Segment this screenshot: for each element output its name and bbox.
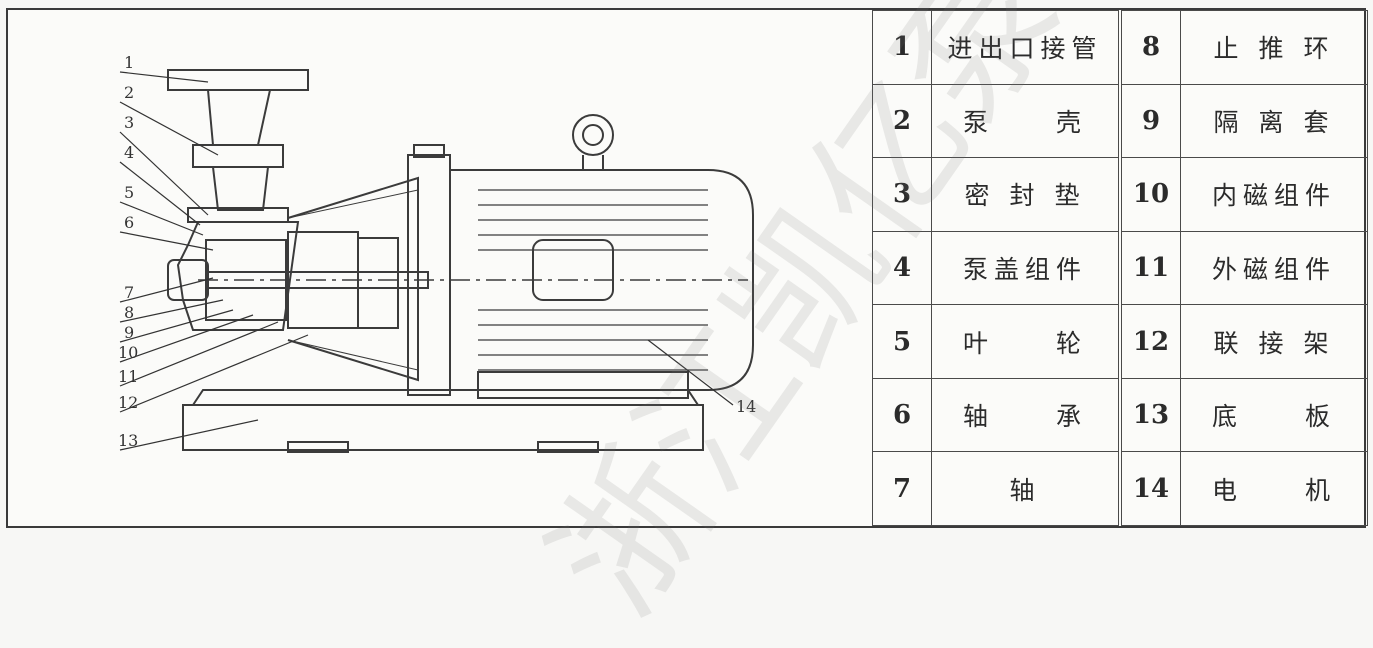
inlet-flange <box>167 69 309 91</box>
callout-4: 4 <box>124 143 134 162</box>
callout-7: 7 <box>124 283 134 302</box>
part-number: 12 <box>1119 304 1181 379</box>
parts-list-table: 1 进出口接管 8 止 推 环 2 泵 壳 9 隔 离 套 3 密 封 垫 10… <box>872 10 1368 526</box>
part-name: 止 推 环 <box>1180 10 1368 85</box>
isolation-sleeve <box>357 237 399 329</box>
coupling-frame <box>287 176 419 382</box>
part-number: 10 <box>1119 157 1181 232</box>
callout-13: 13 <box>118 431 138 450</box>
part-name: 进出口接管 <box>931 10 1122 85</box>
pump-assembly-drawing: 1 2 3 4 5 6 7 8 9 10 11 12 13 14 <box>8 10 868 526</box>
outlet-flange <box>192 144 284 168</box>
part-name: 电 机 <box>1180 451 1368 526</box>
part-name: 外磁组件 <box>1180 230 1368 306</box>
pump-casing <box>176 221 300 331</box>
part-name: 泵 壳 <box>931 83 1122 159</box>
part-number: 9 <box>1119 83 1181 159</box>
table-row: 5 叶 轮 12 联 接 架 <box>872 304 1368 379</box>
part-name: 隔 离 套 <box>1180 83 1368 159</box>
part-number: 8 <box>1119 10 1181 85</box>
table-row: 3 密 封 垫 10 内磁组件 <box>872 157 1368 232</box>
table-row: 1 进出口接管 8 止 推 环 <box>872 10 1368 85</box>
part-name: 密 封 垫 <box>931 157 1122 232</box>
callout-11: 11 <box>118 367 138 386</box>
part-number: 3 <box>872 157 932 232</box>
table-row: 4 泵盖组件 11 外磁组件 <box>872 230 1368 306</box>
part-name: 内磁组件 <box>1180 157 1368 232</box>
callout-5: 5 <box>124 183 134 202</box>
part-name: 轴 <box>931 451 1122 526</box>
callout-3: 3 <box>124 113 134 132</box>
part-number: 5 <box>872 304 932 379</box>
motor-fins <box>478 189 708 371</box>
part-number: 14 <box>1119 451 1181 526</box>
part-number: 2 <box>872 83 932 159</box>
callout-8: 8 <box>124 303 134 322</box>
callout-9: 9 <box>124 323 134 342</box>
part-number: 6 <box>872 377 932 453</box>
part-name: 泵盖组件 <box>931 230 1122 306</box>
part-name: 轴 承 <box>931 377 1122 453</box>
table-row: 6 轴 承 13 底 板 <box>872 377 1368 453</box>
table-row: 7 轴 14 电 机 <box>872 451 1368 526</box>
shaft <box>207 271 429 289</box>
part-number: 11 <box>1119 230 1181 306</box>
callout-2: 2 <box>124 83 134 102</box>
callout-6: 6 <box>124 213 134 232</box>
callout-1: 1 <box>124 53 134 72</box>
part-number: 1 <box>872 10 932 85</box>
part-name: 叶 轮 <box>931 304 1122 379</box>
lifting-eye <box>572 114 614 156</box>
base-plate <box>182 404 704 451</box>
callout-10: 10 <box>118 343 138 362</box>
motor-body <box>449 169 754 391</box>
inlet-pipe <box>207 89 271 146</box>
part-name: 联 接 架 <box>1180 304 1368 379</box>
callout-14: 14 <box>736 397 756 416</box>
pump-cross-section: 1 2 3 4 5 6 7 8 9 10 11 12 13 14 <box>118 53 756 453</box>
part-name: 底 板 <box>1180 377 1368 453</box>
part-number: 4 <box>872 230 932 306</box>
part-number: 13 <box>1119 377 1181 453</box>
callout-12: 12 <box>118 393 138 412</box>
part-number: 7 <box>872 451 932 526</box>
table-row: 2 泵 壳 9 隔 离 套 <box>872 83 1368 159</box>
terminal-box <box>532 239 614 301</box>
